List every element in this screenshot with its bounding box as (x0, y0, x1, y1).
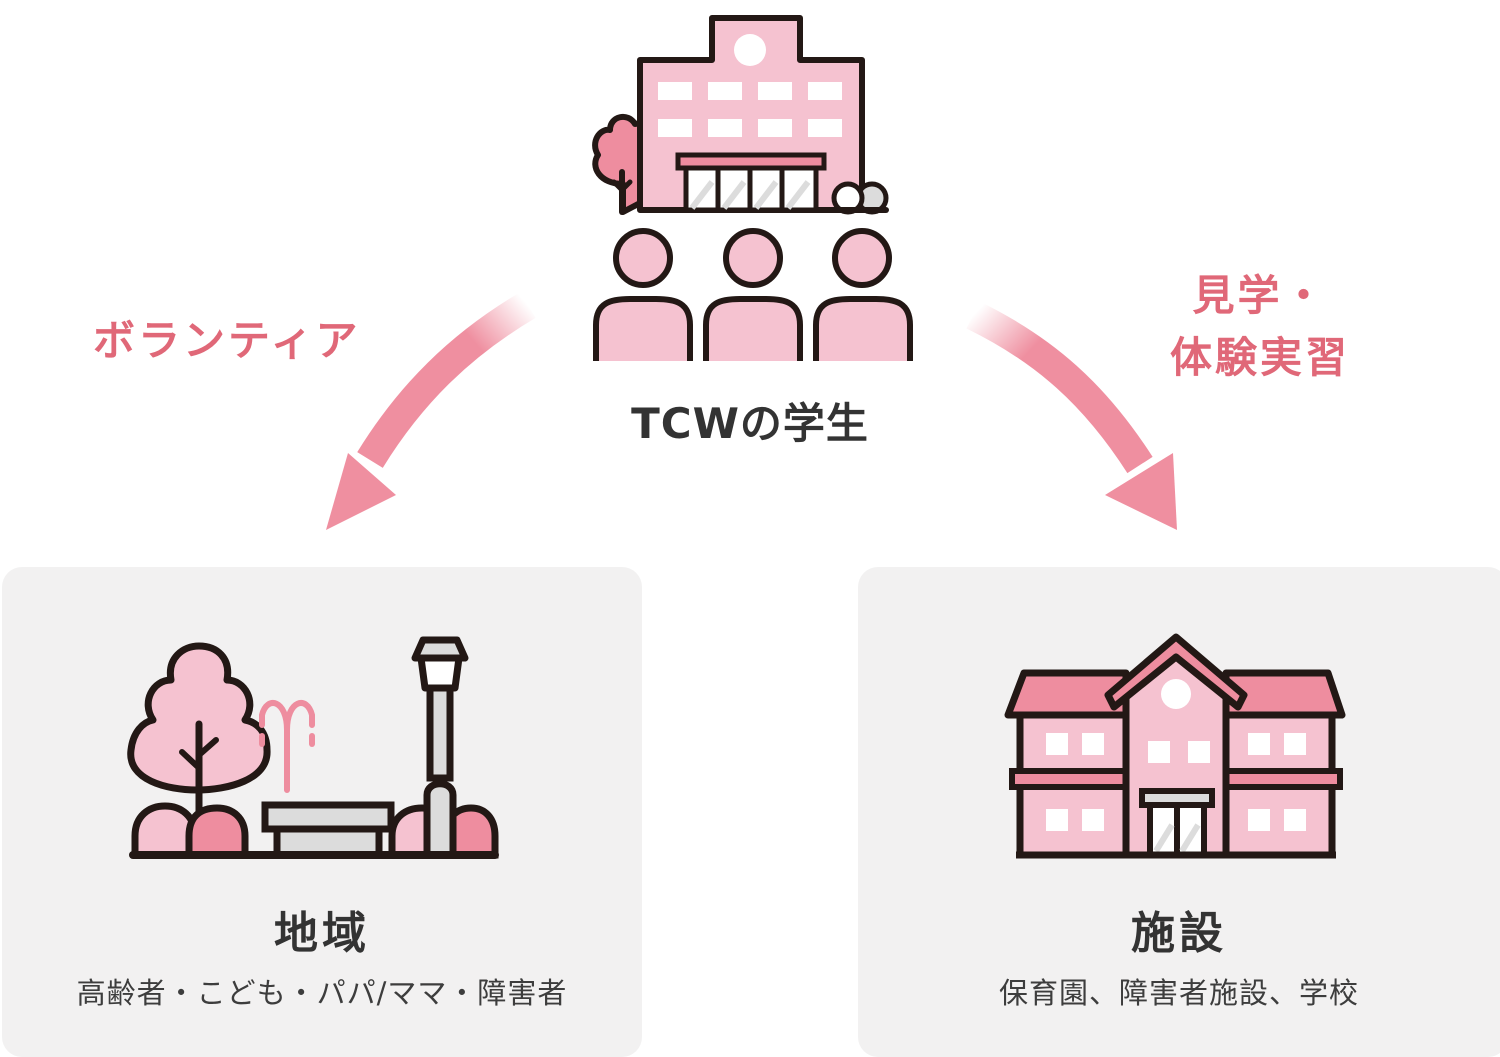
students-label: TCWの学生 (631, 399, 869, 448)
curved-arrow-down-right-icon (966, 301, 1177, 530)
curved-arrow-down-left-icon (326, 292, 536, 530)
students-icon (593, 228, 913, 361)
card-subtitle: 高齢者・こども・パパ/ママ・障害者 (76, 976, 568, 1010)
facility-building-icon (1004, 633, 1346, 859)
flow-label-volunteer: ボランティア (93, 316, 361, 365)
card-title: 施設 (1131, 908, 1227, 959)
card-subtitle: 保育園、障害者施設、学校 (998, 976, 1359, 1010)
flow-label-line2: 体験実習 (1170, 333, 1351, 382)
school-building-icon (592, 15, 889, 215)
flow-label-line1: 見学・ (1192, 271, 1328, 320)
park-icon (127, 636, 499, 859)
flow-label-visit-practice: 見学・ 体験実習 (1170, 265, 1350, 389)
card-title: 地域 (274, 908, 370, 959)
card-community: 地域 高齢者・こども・パパ/ママ・障害者 (2, 567, 642, 1057)
card-facility: 施設 保育園、障害者施設、学校 (858, 567, 1500, 1057)
